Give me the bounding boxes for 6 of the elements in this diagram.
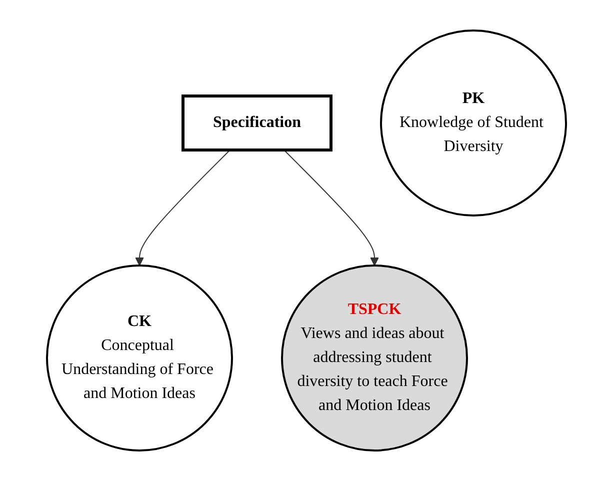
arrow <box>284 150 379 266</box>
node-circle: PK Knowledge of Student Diversity <box>380 30 567 216</box>
node-circle: TSPCK Views and ideas about addressing student diversity to teach Force and Motion Ideas <box>281 264 468 452</box>
arrow <box>135 150 230 266</box>
node-box: Specification <box>182 94 332 152</box>
node-circle: CK Conceptual Understanding of Force and Motion Ideas <box>46 264 233 452</box>
